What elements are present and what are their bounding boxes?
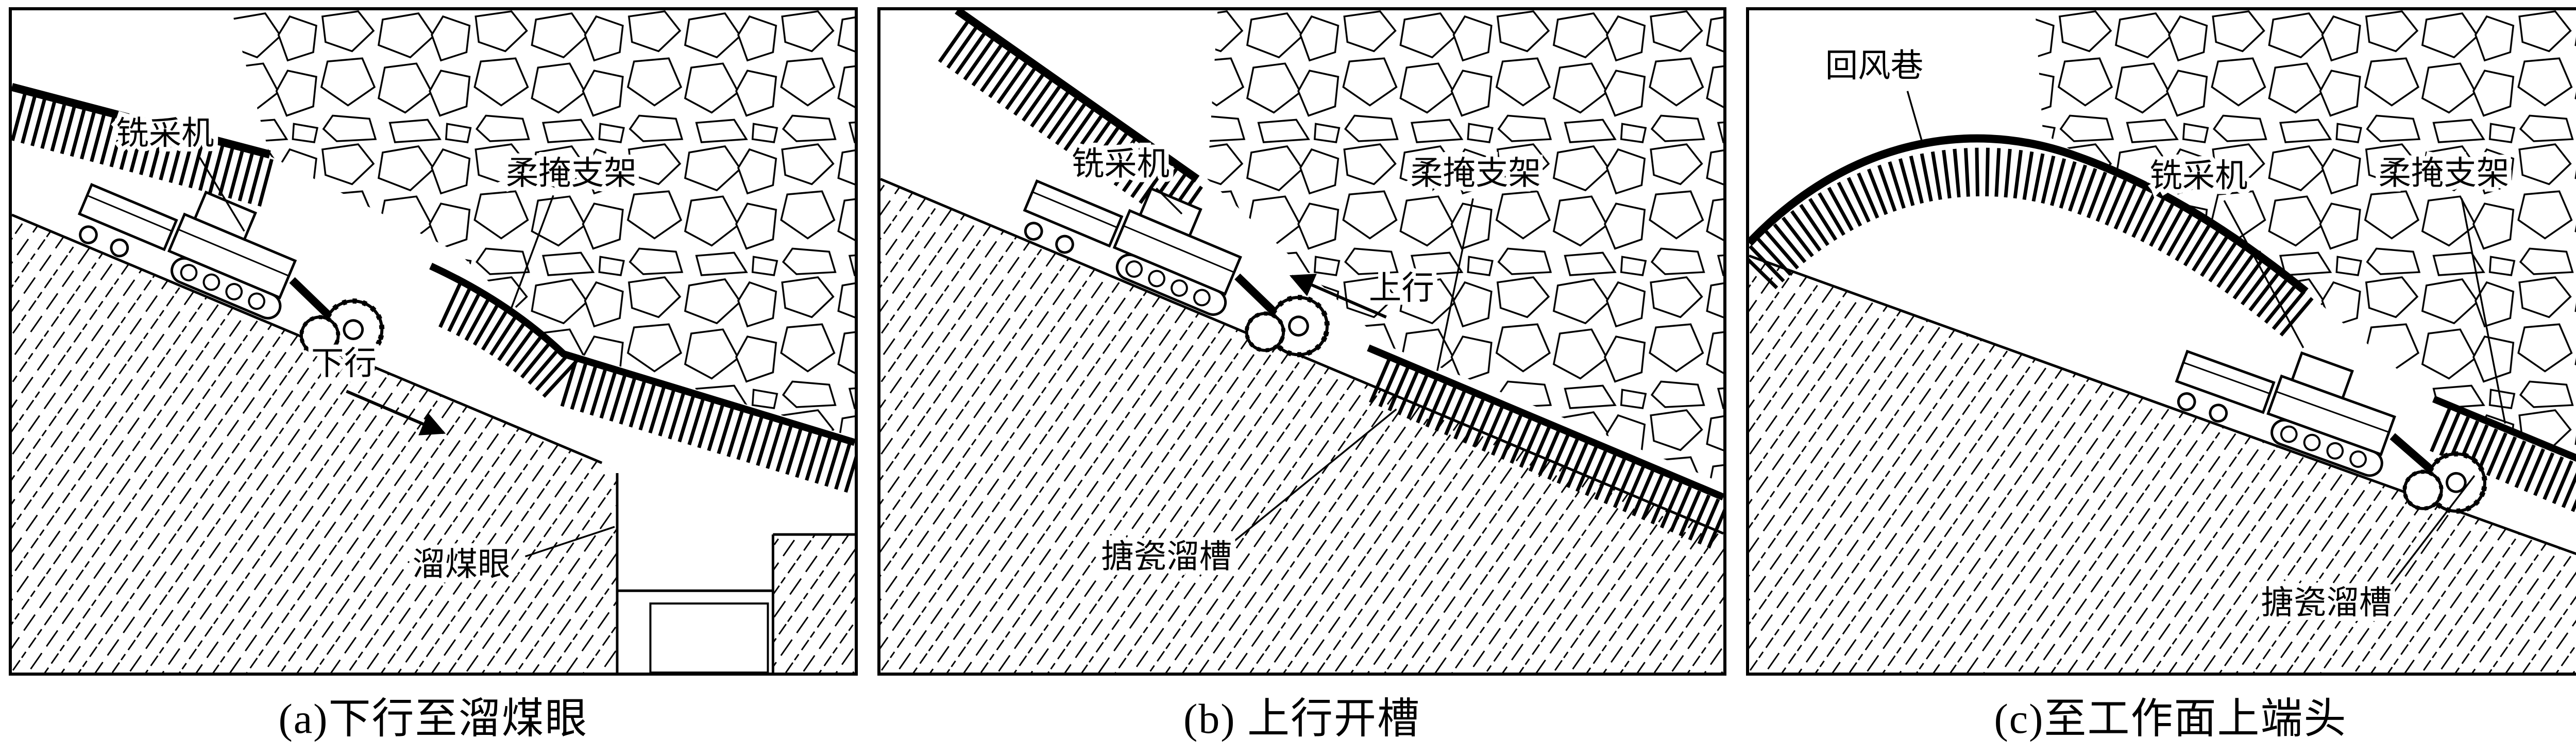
coal-chute-opening — [616, 473, 855, 673]
machine-label: 铣采机 — [1072, 145, 1170, 182]
panel-b-caption: (b) 上行开槽 — [1183, 695, 1421, 742]
direction-arrow — [1289, 274, 1387, 319]
direction-label: 下行 — [311, 345, 377, 381]
caved-rock-gob — [1207, 10, 1723, 483]
upper-support-solid-line — [955, 10, 1200, 182]
support-label: 柔掩支架 — [2379, 155, 2510, 191]
caved-rock-gob — [2035, 10, 2576, 454]
machine-label: 铣采机 — [116, 115, 214, 152]
panel-c-wrap: 回风巷 铣采机 柔掩支架 搪瓷溜槽 (c)至工作面上端头 — [1746, 7, 2576, 745]
shield-comb-band — [2430, 408, 2576, 513]
upper-support-comb-band — [938, 21, 1206, 230]
panel-a-drawing: 铣采机 柔掩支架 下行 溜煤眼 — [12, 10, 855, 673]
airway-support-solid-line — [1749, 134, 2309, 295]
shield-solid-line — [1367, 344, 1723, 501]
panel-a-wrap: 铣采机 柔掩支架 下行 溜煤眼 (a)下行至溜煤眼 — [9, 7, 858, 745]
machine-label: 铣采机 — [2149, 157, 2247, 194]
support-leader-line — [2461, 198, 2506, 424]
airway-support-comb-band — [1749, 147, 2318, 340]
floor-strata-hatch — [880, 179, 1723, 673]
machine-leader-line — [199, 157, 245, 232]
machine-leader-line — [2223, 200, 2304, 348]
airway-leader-line — [1906, 91, 1924, 145]
panel-a-caption: (a)下行至溜煤眼 — [278, 695, 588, 742]
chute-leader-line — [524, 526, 615, 558]
upper-support-solid-line — [12, 83, 271, 159]
shield-comb-band — [1369, 357, 1723, 550]
support-leader-line — [509, 195, 554, 313]
support-leader-line — [1436, 198, 1474, 371]
panel-c-caption: (c)至工作面上端头 — [1994, 695, 2347, 742]
floor-strata-hatch — [12, 214, 617, 673]
machine-leader-line — [1156, 188, 1183, 215]
panel-c: 回风巷 铣采机 柔掩支架 搪瓷溜槽 — [1746, 7, 2576, 676]
panel-c-drawing: 回风巷 铣采机 柔掩支架 搪瓷溜槽 — [1749, 10, 2576, 673]
airway-label: 回风巷 — [1825, 47, 1923, 84]
chute-leader-line — [2389, 475, 2476, 586]
upper-support-comb-band — [12, 93, 274, 207]
chute-leader-line — [1232, 408, 1397, 543]
chute-label: 溜煤眼 — [412, 546, 510, 582]
panel-a: 铣采机 柔掩支架 下行 溜煤眼 — [9, 7, 858, 676]
floor-strata-hatch — [1749, 256, 2576, 673]
shield-solid-line — [2432, 395, 2576, 462]
support-label: 柔掩支架 — [506, 155, 637, 191]
panel-b-drawing: 铣采机 柔掩支架 上行 搪瓷溜槽 — [880, 10, 1723, 673]
chute-label: 搪瓷溜槽 — [1101, 539, 1232, 575]
panel-b-wrap: 铣采机 柔掩支架 上行 搪瓷溜槽 (b) 上行开槽 — [877, 7, 1726, 745]
direction-arrow — [346, 390, 446, 435]
direction-label: 上行 — [1369, 270, 1434, 307]
support-label: 柔掩支架 — [1410, 155, 1541, 191]
chute-label: 搪瓷溜槽 — [2261, 584, 2392, 621]
panel-b: 铣采机 柔掩支架 上行 搪瓷溜槽 — [877, 7, 1726, 676]
shield-comb-band — [438, 282, 855, 493]
